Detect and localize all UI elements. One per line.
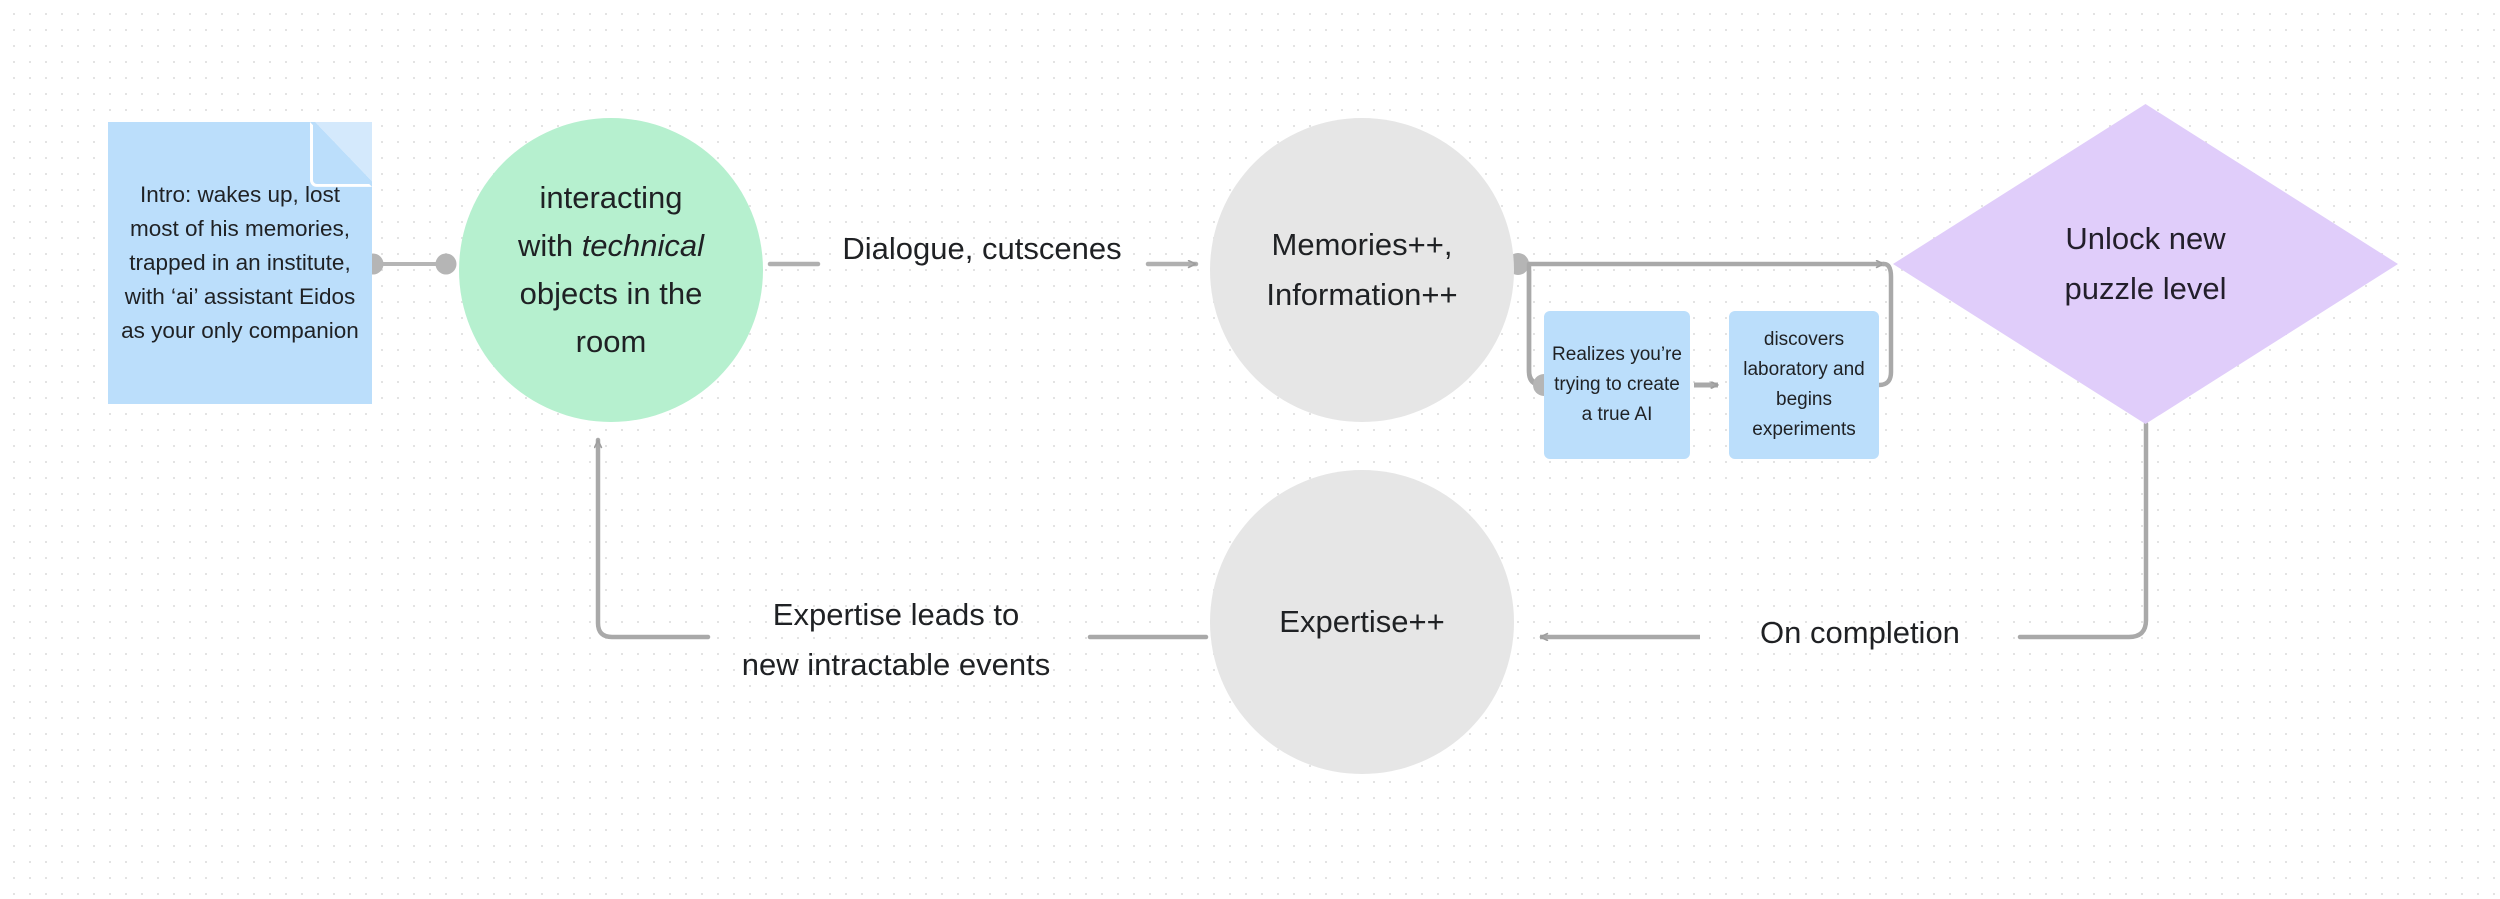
edge-discovers-to-unlock[interactable] [1876, 261, 1894, 388]
interacting-line-4: room [575, 324, 647, 359]
note-text: Intro: wakes up, lost most of his memori… [121, 182, 359, 343]
edge-unlock-to-expertise[interactable] [1540, 421, 2149, 637]
edge-label-expertise-leads: Expertise leads to new intractable event… [741, 597, 1051, 682]
node-unlock-label: Unlock new puzzle level [2064, 221, 2227, 306]
node-realizes-label: Realizes you’re trying to create a true … [1552, 344, 1682, 425]
node-interacting-circle[interactable]: interacting with technical objects in th… [459, 118, 763, 422]
note-body-shape [108, 122, 372, 404]
node-expertise-label: Expertise++ [1279, 604, 1445, 639]
node-discovers-box[interactable]: discovers laboratory and begins experime… [1729, 311, 1879, 459]
interacting-line-1: interacting [539, 180, 683, 215]
node-interacting-label: interacting with technical objects in th… [496, 174, 726, 366]
node-intro-note[interactable]: Intro: wakes up, lost most of his memori… [108, 122, 372, 404]
interacting-line-2-pre: with [517, 228, 582, 263]
node-memories-label: Memories++, Information++ [1266, 227, 1458, 312]
edge-label-on-completion: On completion [1760, 615, 1960, 650]
interacting-line-3: objects in the [519, 276, 703, 311]
node-memories-circle[interactable]: Memories++, Information++ [1210, 118, 1514, 422]
edge-label-dialogue-cutscenes: Dialogue, cutscenes [842, 231, 1122, 266]
node-realizes-box[interactable]: Realizes you’re trying to create a true … [1544, 311, 1690, 459]
node-unlock-diamond[interactable]: Unlock new puzzle level [1893, 104, 2398, 424]
node-discovers-label: discovers laboratory and begins experime… [1743, 329, 1865, 440]
interacting-line-2-italic: technical [581, 228, 705, 263]
edge-expertise-to-interacting[interactable] [598, 437, 1209, 640]
note-fold-edge [309, 122, 372, 187]
node-expertise-circle[interactable]: Expertise++ [1210, 470, 1514, 774]
